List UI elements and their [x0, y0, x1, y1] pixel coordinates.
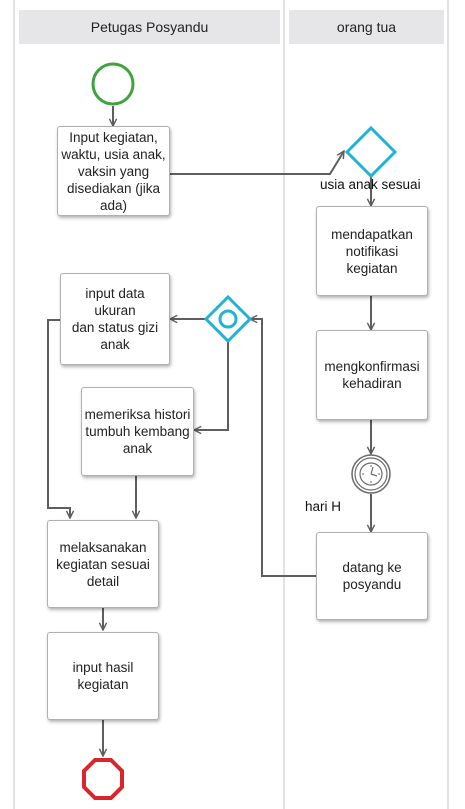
- task-melaksanakan-kegiatan[interactable]: melaksanakan kegiatan sesuai detail: [47, 520, 159, 608]
- flow-input-to-gateway: [170, 151, 345, 175]
- flow-datang-to-gateway: [250, 319, 316, 577]
- flow-gateway-to-histori: [194, 340, 229, 430]
- task-memeriksa-histori[interactable]: memeriksa histori tumbuh kembang anak: [81, 387, 194, 476]
- label-hari-h: hari H: [305, 499, 342, 514]
- task-datang-ke-posyandu[interactable]: datang ke posyandu: [316, 532, 428, 620]
- lane-header-orang-tua: orang tua: [289, 10, 444, 44]
- task-input-hasil[interactable]: input hasil kegiatan: [47, 632, 159, 720]
- task-mendapatkan-notifikasi[interactable]: mendapatkan notifikasi kegiatan: [316, 206, 428, 296]
- diamond-gateway-icon[interactable]: [344, 125, 398, 179]
- task-mengkonfirmasi-kehadiran[interactable]: mengkonfirmasi kehadiran: [316, 330, 428, 420]
- diamond-circle-gateway-icon[interactable]: [203, 294, 253, 344]
- clock-timer-icon[interactable]: [351, 454, 391, 494]
- start-circle-icon[interactable]: [91, 62, 135, 106]
- task-input-kegiatan[interactable]: Input kegiatan, waktu, usia anak, vaksin…: [57, 126, 170, 216]
- lane-header-petugas: Petugas Posyandu: [19, 10, 280, 44]
- flow-ukuran-to-melaksanakan: [47, 319, 70, 518]
- end-octagon-icon[interactable]: [82, 758, 124, 800]
- sequence-flows: [47, 106, 371, 756]
- task-input-data-ukuran[interactable]: input data ukuran dan status gizi anak: [60, 273, 170, 365]
- label-usia-anak-sesuai: usia anak sesuai: [320, 177, 421, 192]
